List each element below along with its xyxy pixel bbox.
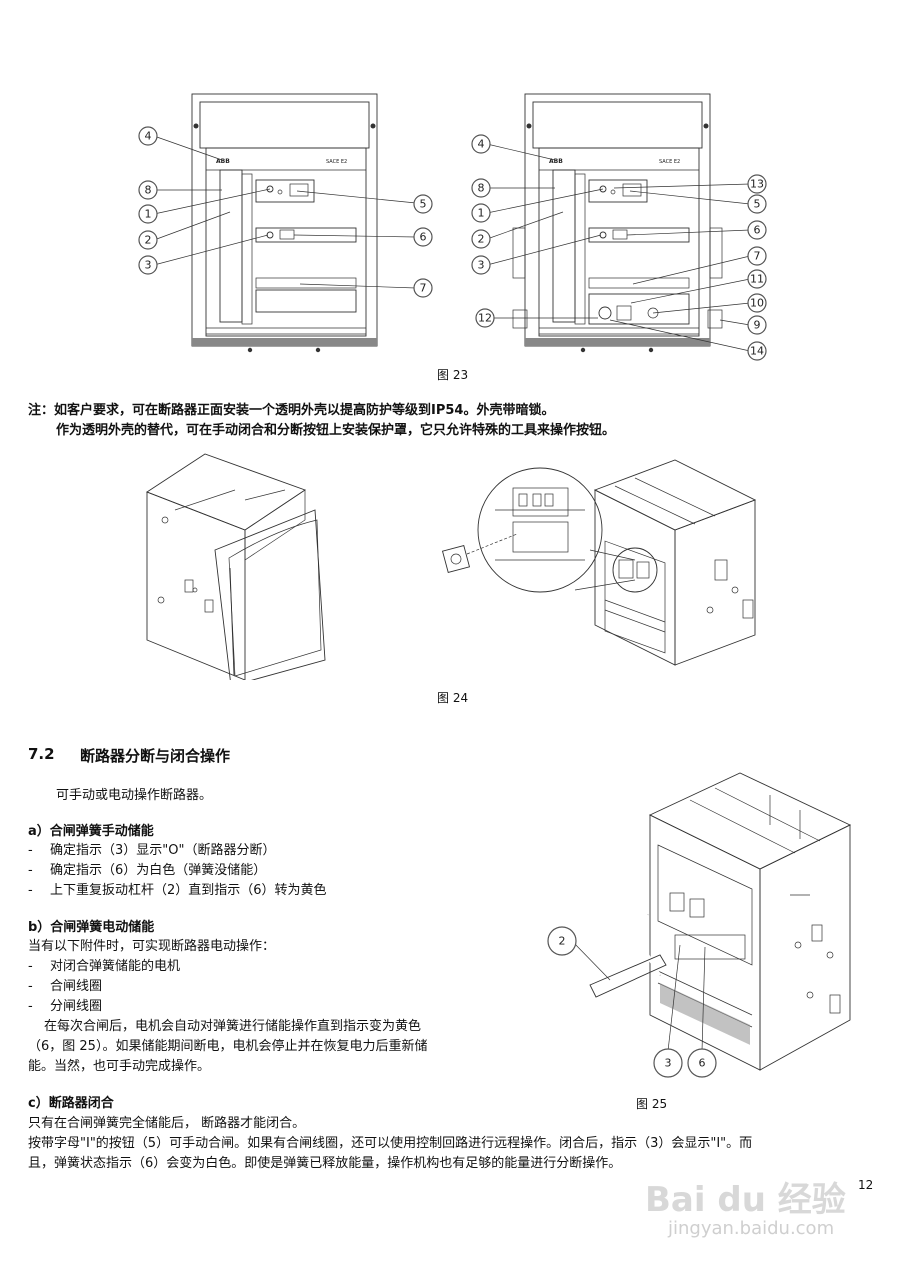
svg-text:13: 13 <box>750 178 764 191</box>
sub-a-item-3: 上下重复扳动杠杆（2）直到指示（6）转为黄色 <box>50 883 327 898</box>
sub-a-item-1: 确定指示（3）显示"O"（断路器分断） <box>50 843 276 858</box>
svg-text:8: 8 <box>478 182 485 195</box>
figure-23: ABB SACE E2 4 8 1 2 3 5 6 7 <box>130 88 780 363</box>
svg-text:6: 6 <box>754 224 761 237</box>
svg-text:5: 5 <box>754 198 761 211</box>
svg-text:10: 10 <box>750 297 764 310</box>
svg-text:ABB: ABB <box>216 158 230 165</box>
svg-text:ABB: ABB <box>549 158 563 165</box>
figure-24-caption: 图 24 <box>437 691 469 705</box>
sub-b-dash-2: - <box>28 979 33 994</box>
figure-23-caption: 图 23 <box>437 368 469 382</box>
page-number: 12 <box>858 1178 874 1192</box>
sub-a-heading: a）合闸弹簧手动储能 <box>28 824 154 839</box>
sub-b-para-3: 能。当然，也可手动完成操作。 <box>28 1059 211 1074</box>
sub-c-heading: c）断路器闭合 <box>28 1096 114 1111</box>
sub-b-item-2: 合闸线圈 <box>50 979 103 994</box>
sub-a-dash-3: - <box>28 883 33 898</box>
sub-c-line-1: 只有在合闸弹簧完全储能后， 断路器才能闭合。 <box>28 1116 306 1131</box>
svg-text:3: 3 <box>478 259 485 272</box>
sub-c-line-3: 且，弹簧状态指示（6）会变为白色。即使是弹簧已释放能量，操作机构也有足够的能量进… <box>28 1156 622 1171</box>
callout-indicator-6: 6 <box>699 1057 706 1070</box>
sub-a-dash-2: - <box>28 863 33 878</box>
svg-text:1: 1 <box>145 208 152 221</box>
sub-b-heading: b）合闸弹簧电动储能 <box>28 920 155 935</box>
svg-text:7: 7 <box>420 282 427 295</box>
sub-b-dash-3: - <box>28 999 33 1014</box>
baidu-watermark-url: jingyan.baidu.com <box>668 1218 835 1239</box>
sub-b-para-2: （6，图 25）。如果储能期间断电，电机会停止并在恢复电力后重新储 <box>28 1039 428 1054</box>
sub-c-line-2: 按带字母"I"的按钮（5）可手动合闸。如果有合闸线圈，还可以使用控制回路进行远程… <box>28 1136 753 1151</box>
sub-b-dash-1: - <box>28 959 33 974</box>
svg-text:14: 14 <box>750 345 764 358</box>
section-number: 7.2 <box>28 745 55 763</box>
svg-text:12: 12 <box>478 312 492 325</box>
svg-text:8: 8 <box>145 184 152 197</box>
intro-text: 可手动或电动操作断路器。 <box>56 788 213 803</box>
section-title: 断路器分断与闭合操作 <box>80 747 231 765</box>
sub-b-para-1: 在每次合闸后，电机会自动对弹簧进行储能操作直到指示变为黄色 <box>44 1019 422 1034</box>
sub-a-dash-1: - <box>28 843 33 858</box>
figure-25-caption: 图 25 <box>636 1097 668 1111</box>
sub-b-item-1: 对闭合弹簧储能的电机 <box>50 959 181 974</box>
svg-text:2: 2 <box>145 234 152 247</box>
sub-a-item-2: 确定指示（6）为白色（弹簧没储能） <box>50 863 267 878</box>
svg-text:SACE E2: SACE E2 <box>659 159 680 165</box>
svg-text:2: 2 <box>478 233 485 246</box>
svg-text:SACE E2: SACE E2 <box>326 159 347 165</box>
callout-indicator-3: 3 <box>665 1057 672 1070</box>
svg-text:1: 1 <box>478 207 485 220</box>
baidu-watermark-logo: Bai du 经验 <box>645 1180 846 1220</box>
svg-text:11: 11 <box>750 273 764 286</box>
svg-text:3: 3 <box>145 259 152 272</box>
note-line-2: 作为透明外壳的替代，可在手动闭合和分断按钮上安装保护罩，它只允许特殊的工具来操作… <box>56 423 616 438</box>
callout-lever-2: 2 <box>559 935 566 948</box>
note-line-1: 注：如客户要求，可在断路器正面安装一个透明外壳以提高防护等级到IP54。外壳带暗… <box>28 403 555 418</box>
svg-text:5: 5 <box>420 198 427 211</box>
sub-b-lead: 当有以下附件时，可实现断路器电动操作： <box>28 939 276 954</box>
svg-text:9: 9 <box>754 319 761 332</box>
svg-text:7: 7 <box>754 250 761 263</box>
sub-b-item-3: 分闸线圈 <box>50 999 103 1014</box>
figure-25: 2 3 6 <box>540 765 870 1085</box>
svg-text:4: 4 <box>478 138 485 151</box>
svg-text:6: 6 <box>420 231 427 244</box>
figure-24 <box>135 450 795 680</box>
callout-L4: 4 <box>145 130 152 143</box>
